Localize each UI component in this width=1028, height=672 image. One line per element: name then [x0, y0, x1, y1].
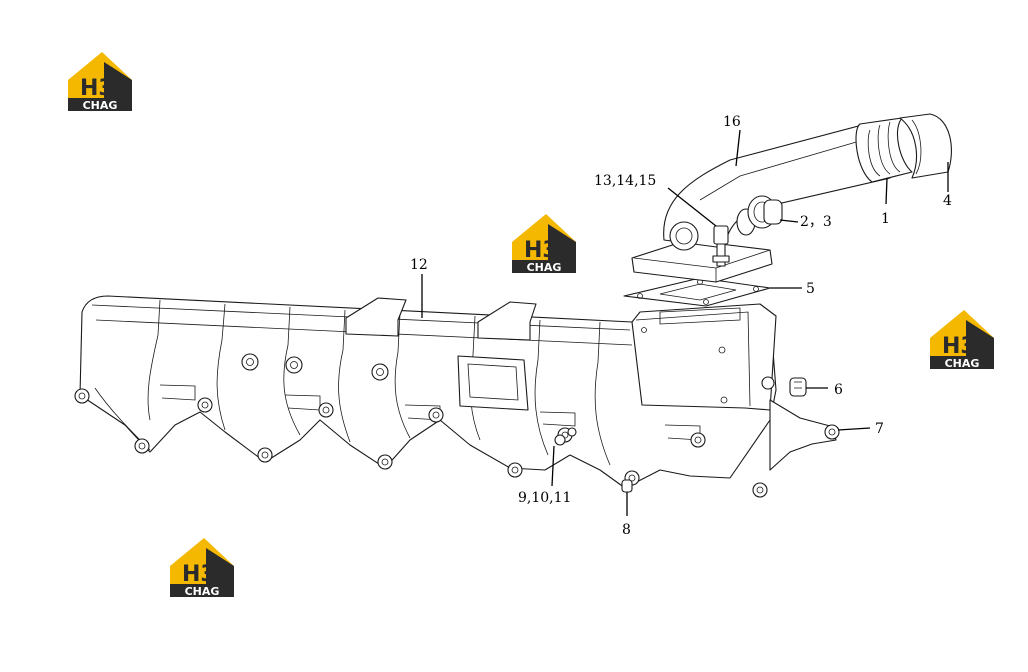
elbow-pipe [631, 123, 891, 283]
hose-clamp [855, 117, 913, 183]
leader-lines [421, 129, 949, 516]
callout-6: 6 [834, 382, 843, 398]
callout-16: 16 [723, 114, 741, 130]
callout-labels: 16 13,14,15 2，3 1 4 12 5 6 7 9,10,11 8 [410, 114, 952, 538]
callout-7: 7 [875, 421, 884, 437]
gasket [623, 277, 771, 307]
logo-brand-text: CHAG [527, 261, 562, 274]
callout-1: 1 [881, 211, 890, 227]
callout-8: 8 [622, 522, 631, 538]
callout-9-10-11: 9,10,11 [518, 490, 571, 506]
plug-part [789, 377, 807, 397]
logo-bottom-left: H3 CHAG [170, 538, 234, 598]
logo-center: H3 CHAG [512, 214, 576, 274]
logo-brand-text: CHAG [945, 357, 980, 370]
logo-brand-text: CHAG [185, 585, 220, 598]
callout-13-14-15: 13,14,15 [594, 173, 656, 189]
callout-5: 5 [806, 281, 815, 297]
callout-2-3: 2，3 [800, 214, 832, 230]
callout-4: 4 [943, 193, 952, 209]
logo-brand-text: CHAG [83, 99, 118, 112]
callout-12: 12 [410, 257, 428, 273]
logo-right: H3 CHAG [930, 310, 994, 370]
logo-mark-text: H3 [524, 238, 558, 263]
manifold-body [74, 295, 840, 498]
logo-mark-text: H3 [942, 334, 976, 359]
logo-top-left: H3 CHAG [68, 52, 132, 112]
logo-mark-text: H3 [182, 562, 216, 587]
logo-mark-text: H3 [80, 76, 114, 101]
